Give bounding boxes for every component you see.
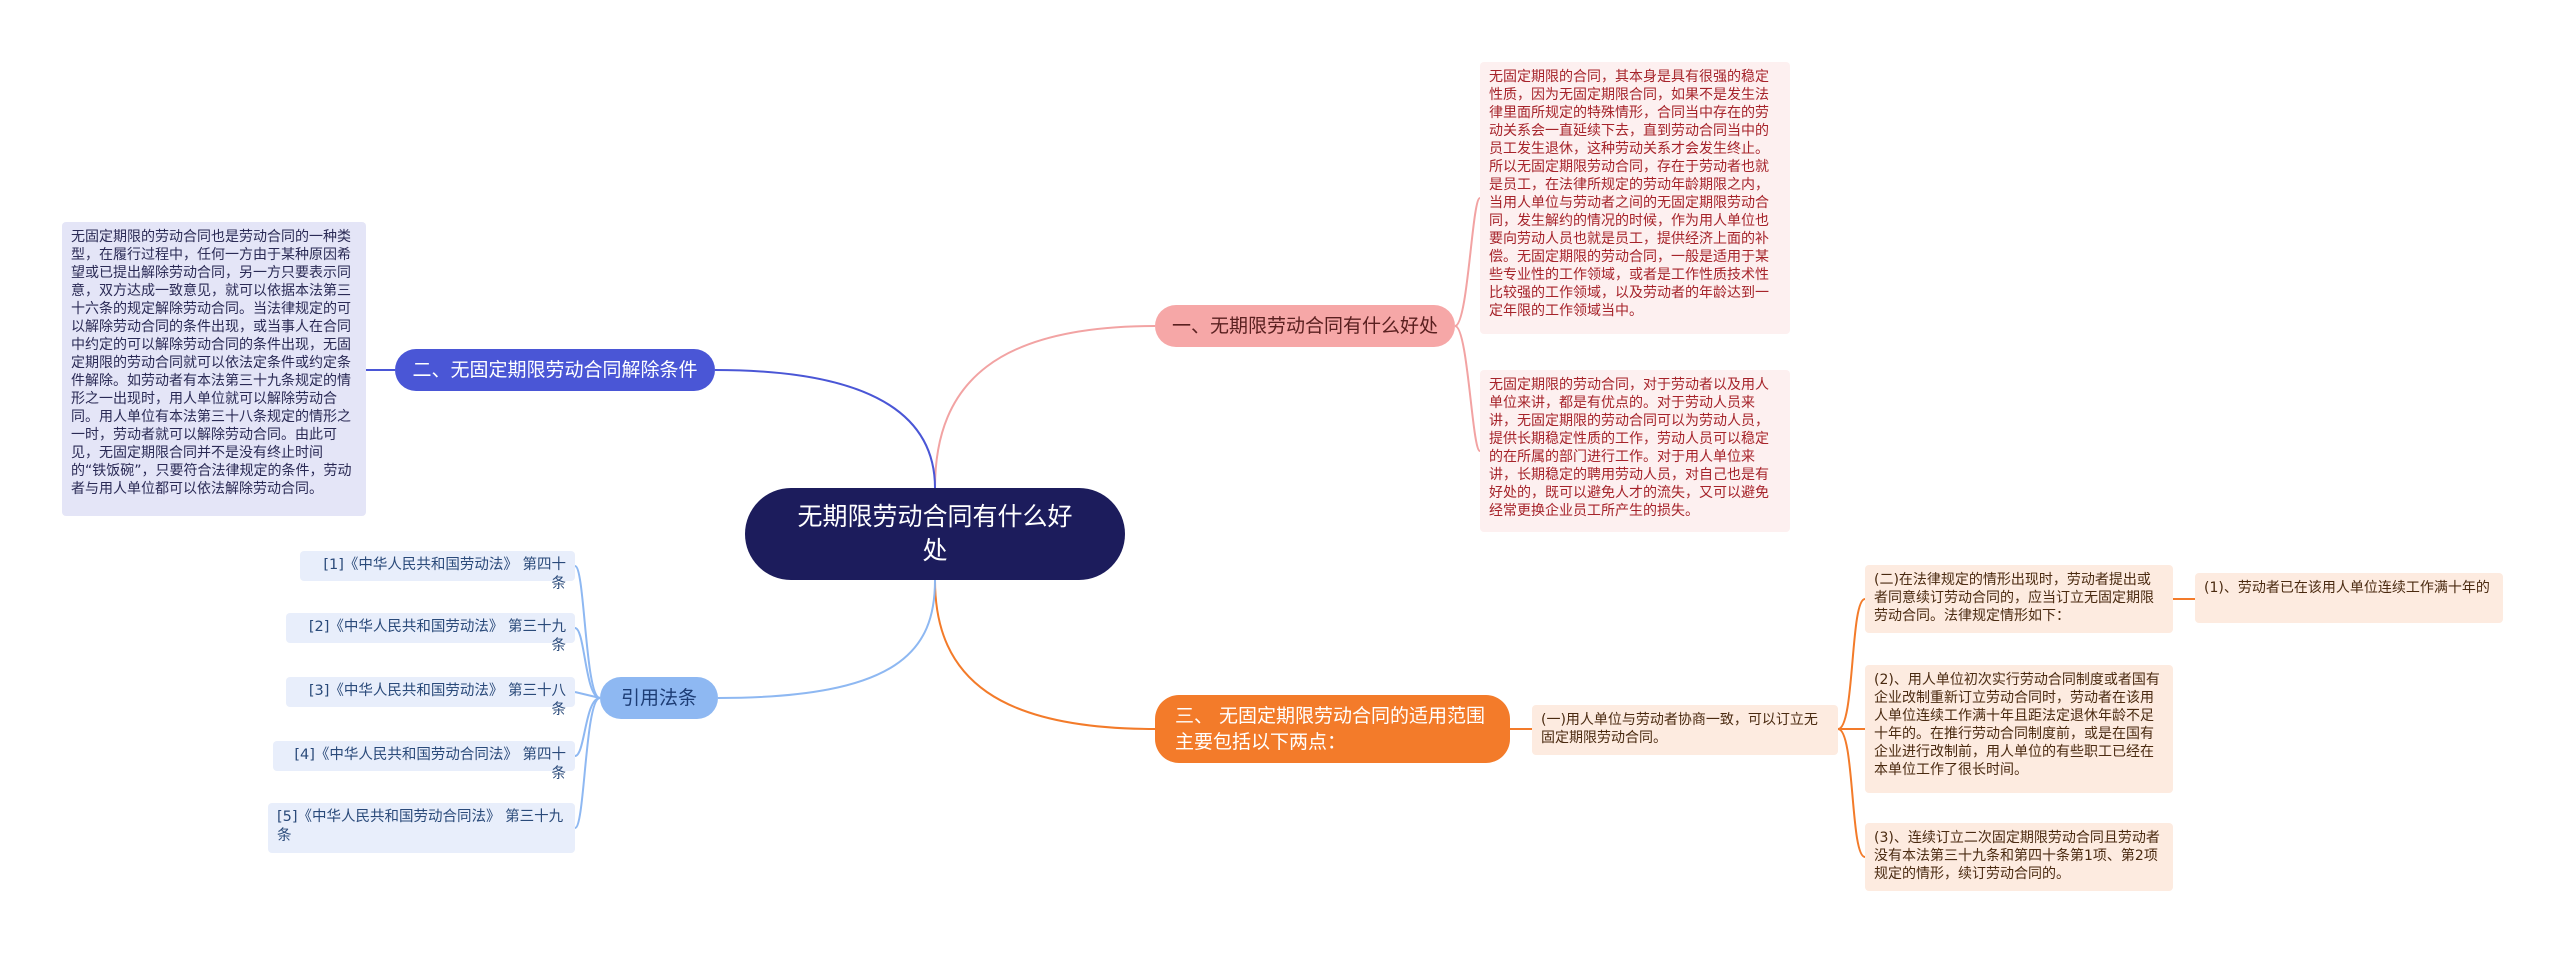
scope-sub-item-3[interactable]: (3)、连续订立二次固定期限劳动合同且劳动者没有本法第三十九条和第四十条第1项、… <box>1865 823 2173 891</box>
link-ref-1 <box>574 565 601 699</box>
branch-advantages[interactable]: 一、无期限劳动合同有什么好处 <box>1155 305 1455 347</box>
link-ref-3 <box>574 691 601 699</box>
link-root-references <box>717 579 936 699</box>
termination-text[interactable]: 无固定期限的劳动合同也是劳动合同的一种类型，在履行过程中，任何一方由于某种原因希… <box>62 222 366 516</box>
branch-references[interactable]: 引用法条 <box>600 677 718 719</box>
link-ref-2 <box>574 627 601 699</box>
link-ref-5 <box>574 697 601 829</box>
link-ref-4 <box>574 697 601 757</box>
root-topic[interactable]: 无期限劳动合同有什么好处 <box>745 488 1125 580</box>
branch-references-label: 引用法条 <box>620 687 697 709</box>
link-adv-t1 <box>1454 197 1481 327</box>
reference-item[interactable]: [1]《中华人民共和国劳动法》 第四十条 <box>300 551 575 592</box>
link-item1-sub1 <box>1837 598 1866 730</box>
link-adv-t2 <box>1454 325 1481 452</box>
branch-scope-label: 三、 无固定期限劳动合同的适用范围主要包括以下两点： <box>1175 705 1486 753</box>
link-root-scope <box>934 579 1156 730</box>
root-topic-text: 无期限劳动合同有什么好处 <box>797 502 1073 565</box>
scope-sub-item-2[interactable]: (2)、用人单位初次实行劳动合同制度或者国有企业改制重新订立劳动合同时，劳动者在… <box>1865 665 2173 793</box>
reference-item[interactable]: [4]《中华人民共和国劳动合同法》 第四十条 <box>273 741 575 782</box>
branch-scope[interactable]: 三、 无固定期限劳动合同的适用范围主要包括以下两点： <box>1155 695 1510 763</box>
scope-sub-item-1[interactable]: (二)在法律规定的情形出现时，劳动者提出或者同意续订劳动合同的，应当订立无固定期… <box>1865 565 2173 633</box>
advantages-text-2[interactable]: 无固定期限的劳动合同，对于劳动者以及用人单位来讲，都是有优点的。对于劳动人员来讲… <box>1480 370 1790 532</box>
scope-item-1[interactable]: (一)用人单位与劳动者协商一致，可以订立无固定期限劳动合同。 <box>1532 705 1838 755</box>
branch-termination[interactable]: 二、无固定期限劳动合同解除条件 <box>395 349 715 391</box>
advantages-text-1[interactable]: 无固定期限的合同，其本身是具有很强的稳定性质，因为无固定期限合同，如果不是发生法… <box>1480 62 1790 334</box>
reference-item[interactable]: [3]《中华人民共和国劳动法》 第三十八条 <box>286 677 575 718</box>
branch-advantages-label: 一、无期限劳动合同有什么好处 <box>1171 315 1438 337</box>
scope-sub-sub-item[interactable]: (1)、劳动者已在该用人单位连续工作满十年的 <box>2195 573 2503 623</box>
reference-item[interactable]: [5]《中华人民共和国劳动合同法》 第三十九条 <box>268 803 575 853</box>
link-root-termination <box>714 369 936 489</box>
link-item1-sub3 <box>1837 728 1866 858</box>
link-root-advantages <box>934 325 1156 489</box>
branch-termination-label: 二、无固定期限劳动合同解除条件 <box>412 359 698 381</box>
reference-item[interactable]: [2]《中华人民共和国劳动法》 第三十九条 <box>286 613 575 654</box>
